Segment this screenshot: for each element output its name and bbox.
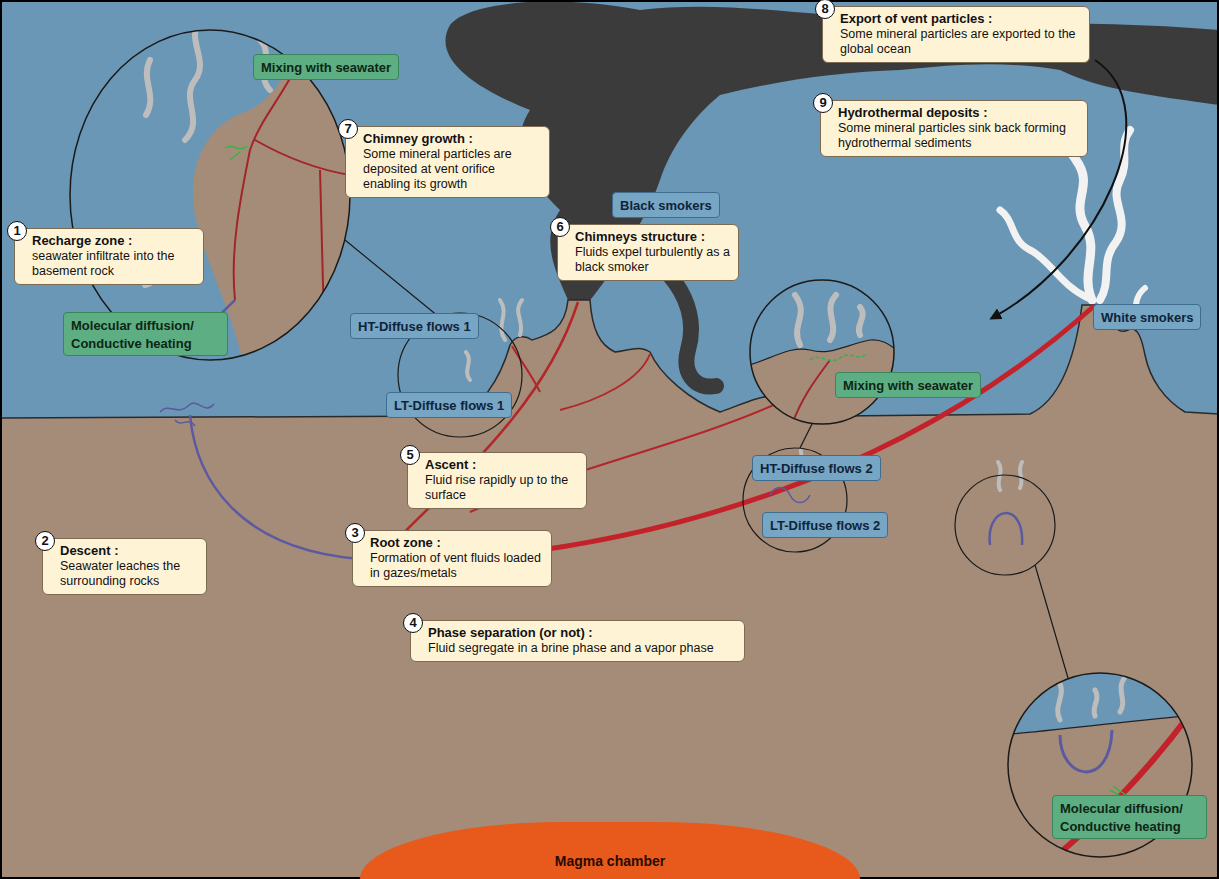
step-box: 2Descent :Seawater leaches the surroundi… bbox=[42, 538, 207, 595]
process-label: Molecular diffusion/ Conductive heating bbox=[1052, 795, 1207, 839]
vent-type-label: White smokers bbox=[1093, 304, 1201, 330]
label-text: Molecular diffusion/ Conductive heating bbox=[71, 318, 194, 351]
step-heading: Descent : bbox=[60, 543, 199, 559]
label-text: HT-Diffuse flows 1 bbox=[358, 319, 471, 334]
callout-number: 8 bbox=[815, 0, 835, 19]
step-heading: Chimney growth : bbox=[363, 131, 542, 147]
step-heading: Phase separation (or not) : bbox=[428, 625, 737, 641]
step-heading: Export of vent particles : bbox=[840, 11, 1082, 27]
step-heading: Hydrothermal deposits : bbox=[838, 105, 1080, 121]
step-box: 3Root zone :Formation of vent fluids loa… bbox=[352, 530, 552, 587]
step-box: 9Hydrothermal deposits :Some mineral par… bbox=[820, 100, 1088, 157]
step-box: 5Ascent :Fluid rise rapidly up to the su… bbox=[407, 452, 587, 509]
flow-type-label: LT-Diffuse flows 1 bbox=[386, 392, 512, 418]
label-text: Black smokers bbox=[620, 198, 712, 213]
flow-type-label: LT-Diffuse flows 2 bbox=[762, 512, 888, 538]
label-text: HT-Diffuse flows 2 bbox=[760, 461, 873, 476]
step-body: Formation of vent fluids loaded in gazes… bbox=[370, 551, 544, 581]
step-body: seawater infiltrate into the basement ro… bbox=[32, 249, 196, 279]
step-box: 7Chimney growth :Some mineral particles … bbox=[345, 126, 550, 198]
step-body: Some mineral particles are exported to t… bbox=[840, 27, 1082, 57]
callout-number: 7 bbox=[338, 119, 358, 139]
callout-number: 6 bbox=[550, 217, 570, 237]
label-text: Mixing with seawater bbox=[261, 60, 391, 75]
label-text: Mixing with seawater bbox=[843, 378, 973, 393]
callout-number: 1 bbox=[7, 221, 27, 241]
step-body: Fluid rise rapidly up to the surface bbox=[425, 473, 579, 503]
label-text: LT-Diffuse flows 2 bbox=[770, 518, 880, 533]
callout-number: 4 bbox=[403, 613, 423, 633]
step-body: Some mineral particles sink back forming… bbox=[838, 121, 1080, 151]
step-body: Fluids expel turbulently as a black smok… bbox=[575, 245, 731, 275]
step-box: 8Export of vent particles :Some mineral … bbox=[822, 6, 1090, 63]
step-heading: Chimneys structure : bbox=[575, 229, 731, 245]
step-body: Fluid segregate in a brine phase and a v… bbox=[428, 641, 737, 656]
step-heading: Recharge zone : bbox=[32, 233, 196, 249]
label-text: White smokers bbox=[1101, 310, 1193, 325]
label-text: Molecular diffusion/ Conductive heating bbox=[1060, 801, 1183, 834]
flow-type-label: HT-Diffuse flows 1 bbox=[350, 313, 479, 339]
callout-number: 3 bbox=[345, 523, 365, 543]
callout-number: 5 bbox=[400, 445, 420, 465]
process-label: Mixing with seawater bbox=[253, 54, 399, 80]
step-box: 6Chimneys structure :Fluids expel turbul… bbox=[557, 224, 739, 281]
callout-number: 2 bbox=[35, 531, 55, 551]
step-box: 1Recharge zone :seawater infiltrate into… bbox=[14, 228, 204, 285]
flow-type-label: HT-Diffuse flows 2 bbox=[752, 455, 881, 481]
process-label: Molecular diffusion/ Conductive heating bbox=[63, 312, 228, 356]
step-heading: Root zone : bbox=[370, 535, 544, 551]
label-text: Magma chamber bbox=[555, 853, 665, 869]
callout-number: 9 bbox=[813, 93, 833, 113]
step-body: Seawater leaches the surrounding rocks bbox=[60, 559, 199, 589]
step-box: 4Phase separation (or not) :Fluid segreg… bbox=[410, 620, 745, 662]
process-label: Mixing with seawater bbox=[835, 372, 981, 398]
step-body: Some mineral particles are deposited at … bbox=[363, 147, 542, 192]
label-text: LT-Diffuse flows 1 bbox=[394, 398, 504, 413]
step-heading: Ascent : bbox=[425, 457, 579, 473]
vent-type-label: Black smokers bbox=[612, 192, 720, 218]
